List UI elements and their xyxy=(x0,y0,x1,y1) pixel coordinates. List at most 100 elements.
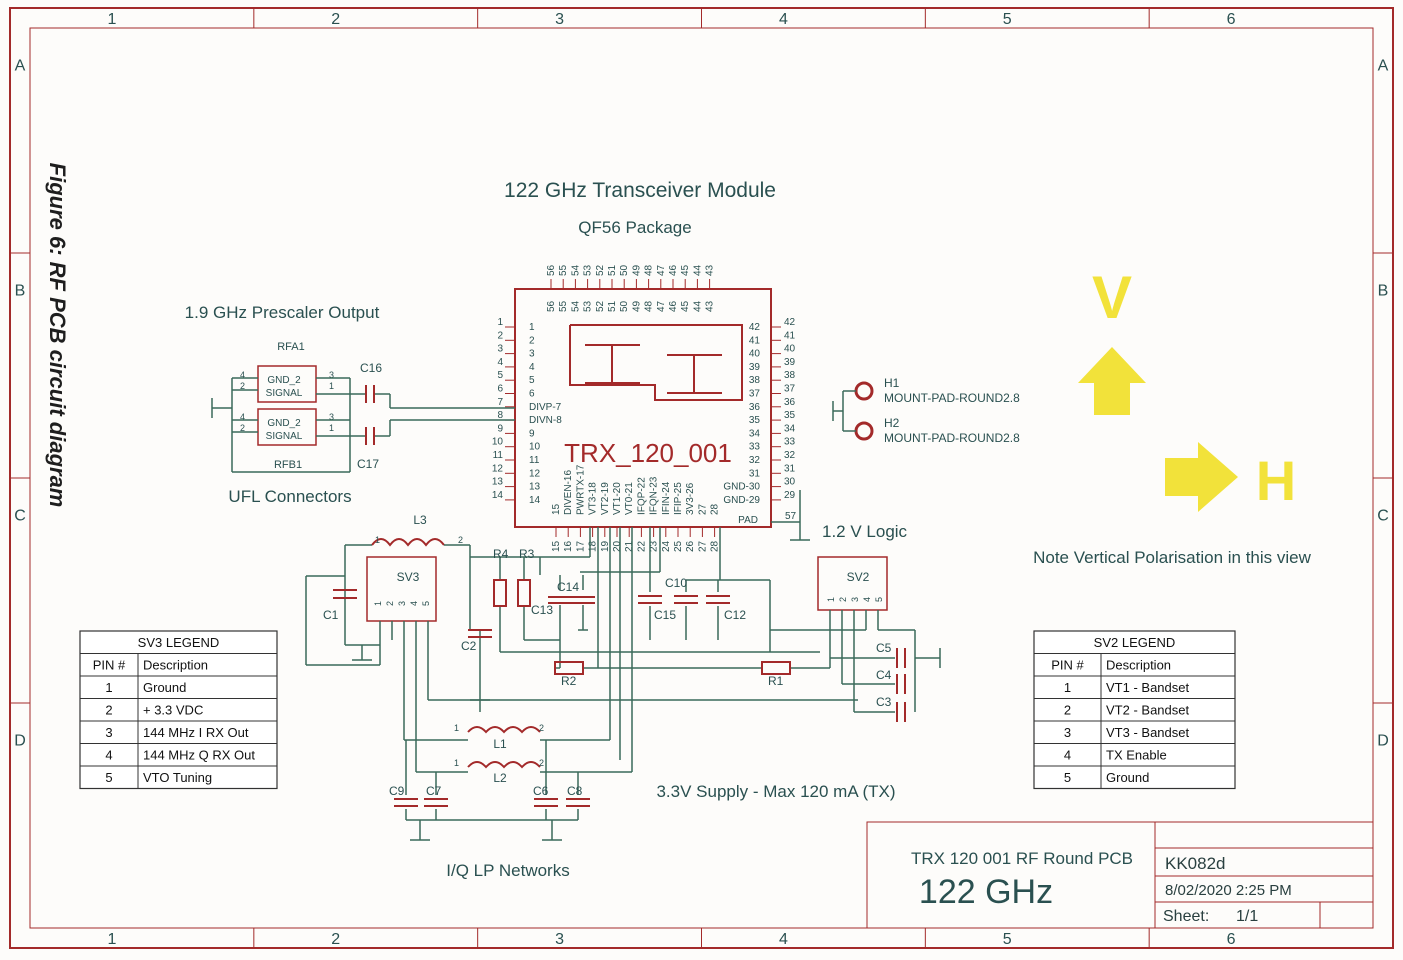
svg-text:3: 3 xyxy=(850,597,860,602)
bottom-pin-name: DIVEN-16 xyxy=(563,470,574,515)
legend-cell-desc: VT2 - Bandset xyxy=(1106,703,1189,718)
bottom-pin-name: IFIP-25 xyxy=(673,482,684,515)
c10-label: C10 xyxy=(665,576,687,590)
col-label-top-3: 3 xyxy=(555,11,564,28)
right-pin-name: 40 xyxy=(749,349,761,360)
legend-cell-desc: Ground xyxy=(1106,770,1149,785)
left-pin-name: DIVN-8 xyxy=(529,415,562,426)
legend-cell-desc: VT3 - Bandset xyxy=(1106,725,1189,740)
c12-label: C12 xyxy=(724,608,746,622)
col-label-bottom-1: 1 xyxy=(107,931,116,948)
top-pin-name: 45 xyxy=(680,300,691,312)
bottom-pin-number: 21 xyxy=(624,540,635,552)
bottom-pin-name: VT0-21 xyxy=(624,482,635,515)
bottom-pin-number: 20 xyxy=(612,540,623,552)
svg-text:4: 4 xyxy=(240,412,245,422)
col-label-top-6: 6 xyxy=(1227,11,1236,28)
figure-caption: Figure 6: RF PCB circuit diagram xyxy=(45,163,70,508)
h2-pad: MOUNT-PAD-ROUND2.8 xyxy=(884,431,1020,445)
svg-text:4: 4 xyxy=(240,370,245,380)
frame-ticks xyxy=(10,8,1393,948)
col-label-top-1: 1 xyxy=(107,11,116,28)
left-pin-number: 12 xyxy=(492,463,504,474)
polarisation-note: Note Vertical Polarisation in this view xyxy=(1033,548,1312,567)
left-pin-name: 2 xyxy=(529,335,535,346)
bottom-pin-number: 18 xyxy=(588,540,599,552)
left-pin-name: 12 xyxy=(529,468,541,479)
right-pin-name: 41 xyxy=(749,335,761,346)
sv3-pin-numbers: 1 2 3 4 5 xyxy=(373,601,431,606)
right-pin-name: GND-30 xyxy=(723,482,760,493)
right-pin-name: 37 xyxy=(749,389,761,400)
v-marker: V xyxy=(1092,264,1132,331)
right-pin-number: 37 xyxy=(784,384,796,395)
left-pin-name: 5 xyxy=(529,375,535,386)
title-block-date: 8/02/2020 2:25 PM xyxy=(1165,882,1292,899)
top-pin-number: 54 xyxy=(570,264,581,276)
top-pin-name: 53 xyxy=(583,300,594,312)
bottom-pin-name: VT1-20 xyxy=(612,482,623,515)
h-marker: H xyxy=(1256,449,1296,512)
svg-text:3: 3 xyxy=(329,370,334,380)
left-pin-number: 2 xyxy=(497,330,503,341)
c8-label: C8 xyxy=(567,784,583,798)
l3-pin1: 1 xyxy=(375,535,380,545)
legend-cell-desc: VTO Tuning xyxy=(143,770,212,785)
top-pin-name: 55 xyxy=(558,300,569,312)
left-pin-number: 8 xyxy=(497,410,503,421)
transceiver-pin-stubs xyxy=(505,279,781,537)
sv2-header xyxy=(817,556,888,611)
right-pin-name: 31 xyxy=(749,468,761,479)
logic-label: 1.2 V Logic xyxy=(822,522,908,541)
decoupling-wiring xyxy=(580,527,820,772)
c9-label: C9 xyxy=(389,784,405,798)
right-pin-number: 38 xyxy=(784,370,796,381)
package-label: QF56 Package xyxy=(578,218,691,237)
c14-label: C14 xyxy=(557,580,579,594)
r3-label: R3 xyxy=(519,547,535,561)
c16-label: C16 xyxy=(360,361,382,375)
bottom-pin-number: 23 xyxy=(649,540,660,552)
l1-label: L1 xyxy=(493,737,507,751)
rfa1-sig: SIGNAL xyxy=(266,388,303,399)
legend-cell-desc: + 3.3 VDC xyxy=(143,703,203,718)
legend-cell-desc: VT1 - Bandset xyxy=(1106,680,1189,695)
left-pin-name: DIVP-7 xyxy=(529,402,562,413)
right-pin-number: 31 xyxy=(784,463,796,474)
legend-cell-pin: 1 xyxy=(1064,680,1071,695)
col-label-bottom-4: 4 xyxy=(779,931,788,948)
rfa1-gnd: GND_2 xyxy=(267,375,301,386)
right-pin-labels: 4242414140403939383837373636353534343333… xyxy=(723,317,795,506)
l1-inductor xyxy=(467,726,541,734)
title-block-doc: KK082d xyxy=(1165,854,1226,873)
legend-header-desc: Description xyxy=(1106,658,1171,673)
l1-pin2: 2 xyxy=(539,723,544,733)
top-pin-number: 49 xyxy=(631,264,642,276)
l2-pin2: 2 xyxy=(539,758,544,768)
right-pin-number: 33 xyxy=(784,437,796,448)
row-label-right-B: B xyxy=(1378,283,1389,300)
sv2-wiring xyxy=(598,610,941,713)
rfb1-gnd: GND_2 xyxy=(267,418,301,429)
right-pin-name: 39 xyxy=(749,362,761,373)
top-pin-name: 44 xyxy=(692,300,703,312)
l2-label: L2 xyxy=(493,771,507,785)
bottom-pin-name: VT2-19 xyxy=(600,482,611,515)
legend-cell-desc: TX Enable xyxy=(1106,748,1167,763)
legend-cell-pin: 4 xyxy=(1064,748,1071,763)
bottom-pin-labels: 151516DIVEN-1617PWRTX-1718VT3-1819VT2-19… xyxy=(551,464,721,552)
left-pin-name: 11 xyxy=(529,455,540,466)
top-pin-name: 47 xyxy=(656,300,667,312)
supply-label: 3.3V Supply - Max 120 mA (TX) xyxy=(656,782,895,801)
svg-text:1: 1 xyxy=(826,597,836,602)
c6-label: C6 xyxy=(533,784,549,798)
l3-inductor xyxy=(371,538,445,547)
filter-caps xyxy=(394,798,590,807)
col-label-top-2: 2 xyxy=(331,11,340,28)
left-pin-name: 14 xyxy=(529,495,541,506)
bottom-pin-number: 24 xyxy=(661,540,672,552)
